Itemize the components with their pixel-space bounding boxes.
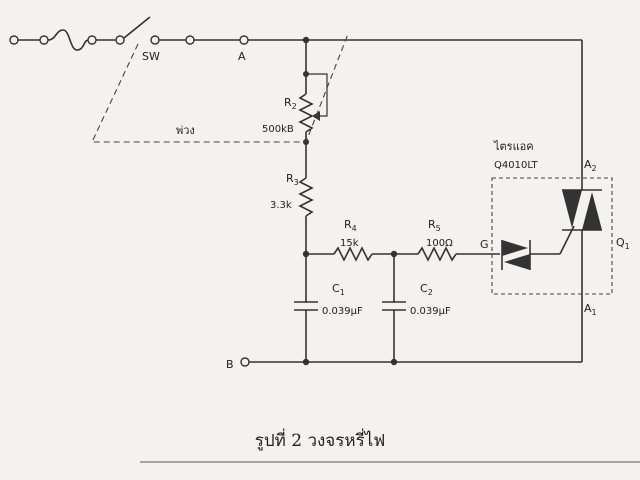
c1-value: 0.039μF: [322, 306, 363, 317]
r4-resistor: [333, 246, 373, 262]
gate-chain: [306, 246, 500, 262]
r4-value: 15k: [340, 238, 359, 249]
fuse: [47, 29, 89, 51]
r4-label: R4: [344, 218, 357, 233]
q1-label: Q1: [616, 236, 630, 251]
r2-value: 500kB: [262, 124, 294, 135]
triac-reverse-junction: [582, 192, 602, 230]
c2-label: C2: [420, 282, 433, 297]
sweep-link: [91, 33, 349, 143]
r2-wiper-link: [306, 73, 328, 117]
node-a-label: A: [238, 50, 246, 63]
c1-label: C1: [332, 282, 345, 297]
triac-package-outline: [491, 177, 613, 295]
r5-resistor: [417, 246, 457, 262]
a1-label: A1: [584, 302, 597, 317]
r3-resistor: [298, 177, 314, 217]
junction-bottom-right: [390, 358, 398, 366]
junction-bottom-left: [302, 358, 310, 366]
triac-part-number: Q4010LT: [494, 160, 539, 171]
capacitor-c2: [382, 254, 406, 362]
r2-resistor: [298, 93, 314, 133]
r2-label: R2: [284, 96, 297, 111]
gate-diode-reverse: [504, 254, 530, 270]
node-b-label: B: [226, 358, 234, 371]
r3-label: R3: [286, 172, 299, 187]
switch-terminal-left: [115, 35, 125, 45]
sweep-label: พ่วง: [176, 124, 195, 137]
switch-blade: [123, 16, 151, 39]
capacitor-c1: [294, 254, 318, 362]
r3-value: 3.3k: [270, 200, 292, 211]
a2-label: A2: [584, 158, 597, 173]
potentiometer-r2: [298, 40, 328, 145]
bottom-rail: [240, 357, 582, 367]
labels: SW A B พ่วง R2 500kB R3 3.3k R4 15k R5 1…: [142, 50, 630, 371]
gate-label: G: [480, 238, 489, 251]
fuse-terminal-left: [39, 35, 49, 45]
r5-value: 100Ω: [426, 238, 453, 249]
c2-value: 0.039μF: [410, 306, 451, 317]
gate-diode-forward: [502, 240, 528, 256]
node-b-terminal: [240, 357, 250, 367]
resistor-r3: [298, 142, 314, 258]
node-terminal: [185, 35, 195, 45]
triac-forward-junction: [562, 190, 582, 228]
triac-title: ไตรแอค: [493, 140, 534, 153]
switch-label: SW: [142, 50, 160, 63]
triac-q1: [491, 177, 613, 295]
input-terminal-left: [9, 35, 19, 45]
top-rail: [9, 16, 582, 51]
node-a-terminal: [239, 35, 249, 45]
r5-label: R5: [428, 218, 441, 233]
fuse-terminal-right: [87, 35, 97, 45]
switch-terminal-right: [150, 35, 160, 45]
figure-caption: รูปที่ 2 วงจรหรี่ไฟ: [255, 428, 386, 451]
